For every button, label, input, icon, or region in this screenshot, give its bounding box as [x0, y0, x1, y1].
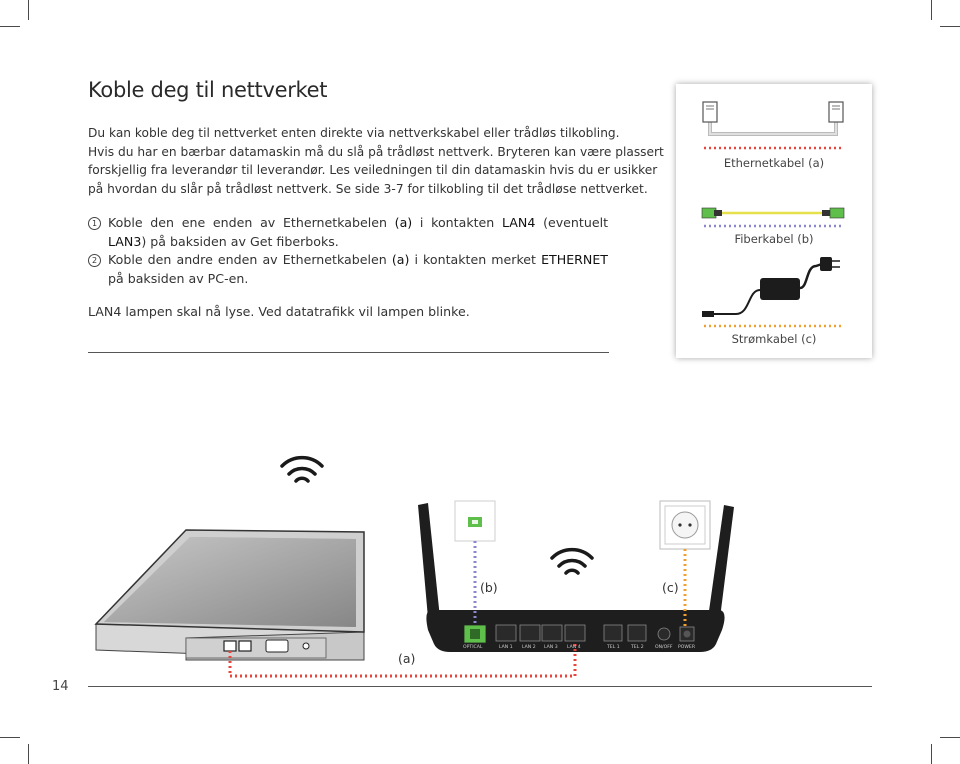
crop-mark [0, 26, 20, 27]
crop-mark [940, 737, 960, 738]
intro-line: på hvordan du slår på trådløst nettverk.… [88, 181, 648, 196]
divider [88, 352, 609, 353]
footer-divider [88, 686, 872, 687]
wifi-icon [280, 455, 324, 483]
step-list: 1 Koble den ene enden av Ethernetkabelen… [88, 214, 608, 288]
fiber-outlet-icon [454, 500, 496, 542]
intro-line: Hvis du har en bærbar datamaskin må du s… [88, 144, 664, 159]
power-label: (c) [662, 580, 679, 595]
crop-mark [28, 744, 29, 764]
fiber-cable-icon [701, 207, 845, 219]
step-text: på baksiden av PC-en. [108, 270, 249, 286]
legend-label-power: Strømkabel (c) [731, 332, 817, 346]
step-text: i kontakten merket [409, 252, 542, 268]
ethernet-cable-icon [702, 101, 844, 136]
port-ref: LAN4 [502, 215, 536, 230]
page-number: 14 [52, 679, 69, 694]
port-label: ON/OFF [655, 645, 673, 650]
intro-line: Du kan koble deg til nettverket enten di… [88, 126, 620, 140]
step-text: i kontakten [412, 215, 502, 230]
crop-mark [931, 744, 932, 764]
step-text: Koble den ene enden av Ethernetkabelen [108, 215, 395, 230]
wifi-icon [550, 547, 594, 575]
port-label: LAN 4 [567, 645, 581, 650]
step-text: Koble den andre enden av Ethernetkabelen [108, 252, 392, 268]
fiber-label: (b) [480, 580, 498, 595]
cable-legend: Ethernetkabel (a) Fiberkabel (b) Strømka… [676, 84, 872, 358]
router-icon [418, 503, 734, 652]
intro-line: forskjellig fra leverandør til leverandø… [88, 163, 658, 177]
crop-mark [0, 737, 20, 738]
intro-paragraph: Du kan koble deg til nettverket enten di… [88, 124, 664, 198]
cable-ref: (a) [394, 215, 413, 230]
step-number: 2 [88, 254, 101, 268]
crop-mark [940, 26, 960, 27]
port-label: TEL 2 [631, 645, 644, 650]
step-number: 1 [88, 217, 101, 230]
port-label: LAN 3 [544, 645, 558, 650]
legend-label-fiber: Fiberkabel (b) [734, 232, 814, 246]
cable-ref: (a) [391, 252, 410, 268]
legend-illustrations [701, 101, 845, 328]
laptop-icon [94, 529, 365, 661]
port-label: LAN 2 [522, 645, 536, 650]
lamp-note: LAN4 lampen skal nå lyse. Ved datatrafik… [88, 304, 470, 319]
step-text: ) på baksiden av Get fiberboks. [141, 233, 339, 249]
port-ref: ETHERNET [541, 252, 608, 268]
port-label: POWER [678, 645, 696, 650]
step-item: 2 Koble den andre enden av Ethernetkabel… [88, 251, 608, 288]
crop-mark [931, 0, 932, 20]
port-label: TEL 1 [607, 645, 620, 650]
step-text: (eventuelt [535, 215, 609, 230]
port-label: OPTICAL [463, 645, 483, 650]
legend-label-ethernet: Ethernetkabel (a) [723, 156, 825, 170]
crop-mark [28, 0, 29, 20]
power-adapter-icon [702, 257, 840, 317]
page-title: Koble deg til nettverket [88, 78, 328, 102]
step-item: 1 Koble den ene enden av Ethernetkabelen… [88, 214, 608, 251]
power-outlet-icon [659, 500, 711, 550]
port-ref: LAN3 [108, 233, 142, 249]
ethernet-label: (a) [398, 651, 416, 666]
port-label: LAN 1 [499, 645, 513, 650]
